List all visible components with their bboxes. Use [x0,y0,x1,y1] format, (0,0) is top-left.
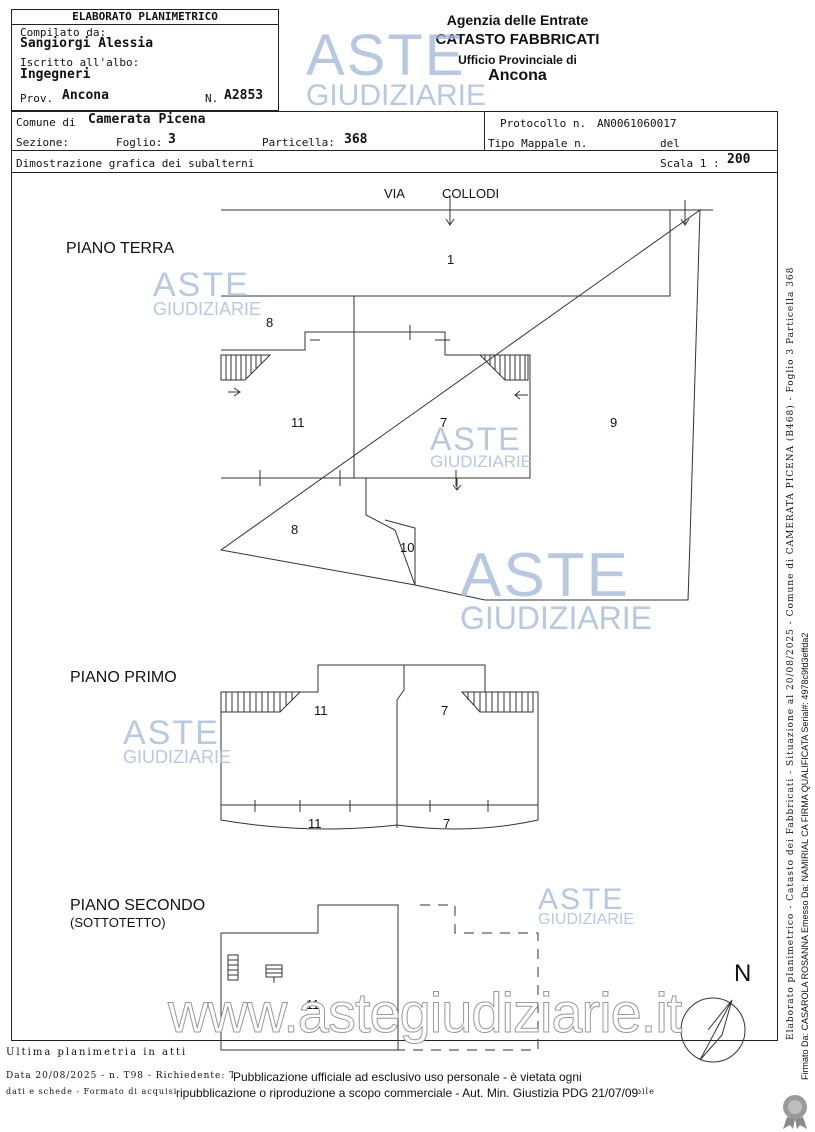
primo-outline [220,664,539,806]
prov-value: Ancona [62,88,109,103]
watermark-site: www.astegiudiziarie.it [167,981,682,1045]
terra-inner-left [221,331,531,479]
room-8a: 8 [266,315,274,330]
seal-icon [783,1095,807,1129]
primo-room-11b: 11 [308,816,322,831]
watermark-aste-terra: ASTE GIUDIZIARIE [153,266,262,319]
publication-notice-1: Pubblicazione ufficiale ad esclusivo uso… [233,1070,582,1084]
prov-label: Prov. [20,92,54,105]
albo-label: Iscritto all'albo: [20,56,140,69]
label-piano-terra: PIANO TERRA [66,240,175,257]
protocollo-label: Protocollo n. [500,117,587,130]
info-divider-v [484,111,485,151]
secondo-room-11: 11 [306,997,320,1012]
label-piano-primo: PIANO PRIMO [70,669,177,686]
city-name: Ancona [488,67,547,84]
terra-10-line [384,519,416,585]
info-box [11,111,778,173]
street-collodi: COLLODI [442,186,500,201]
primo-stairs-right [460,691,534,713]
room-9: 9 [610,415,618,430]
stairs-right [478,354,529,381]
del-label: del [660,137,680,150]
stair-icon-2 [265,964,283,983]
comune-label: Comune di [16,116,76,129]
stair-icon-1 [227,954,239,981]
primo-room-7b: 7 [443,816,451,831]
watermark-aste-header: ASTE GIUDIZIARIE [306,23,487,113]
n-value: A2853 [224,88,264,103]
stairs-left [220,354,272,381]
room-7: 7 [440,415,448,430]
label-sottotetto: (SOTTOTETTO) [70,915,166,930]
doc-title: ELABORATO PLANIMETRICO [11,10,279,25]
side-text-2: Firmato Da: CASAROLA ROSANNA Emesso Da: … [800,632,810,1080]
primo-divider [396,665,405,828]
room-11: 11 [291,415,305,430]
north-arrow [680,997,746,1063]
scala-label: Scala 1 : [660,157,720,170]
albo-value: Ingegneri [20,67,91,82]
info-divider-1 [11,150,778,151]
terra-outline [219,209,713,601]
street-via: VIA [384,186,405,201]
label-piano-secondo: PIANO SECONDO [70,897,206,914]
compiled-label: Compilato da: [20,26,107,39]
scala-value: 200 [727,152,751,167]
primo-room-11a: 11 [314,703,328,718]
footer-line-2: Data 20/08/2025 - n. T98 - Richiedente: … [6,1071,289,1081]
terra-sub1 [221,210,671,297]
primo-bottom [220,805,539,830]
foglio-label: Foglio: [116,136,163,149]
room-10: 10 [400,540,415,555]
comune-value: Camerata Picena [88,112,206,127]
terra-bottom-split [365,478,416,586]
primo-stairs-left [220,691,302,713]
ufficio-label: Ufficio Provinciale di [458,53,577,67]
n-label: N. [205,92,219,105]
footer-line-1: Ultima planimetria in atti [6,1047,188,1058]
side-text-1: Elaborato planimetrico - Catasto dei Fab… [786,266,796,1040]
watermark-aste-primo: ASTE GIUDIZIARIE [123,714,232,767]
watermark-aste-secondo: ASTE GIUDIZIARIE [538,883,635,928]
publication-notice-2: ripubblicazione o riproduzione a scopo c… [176,1086,639,1100]
north-label: N [734,960,752,987]
watermark-aste-large: ASTE GIUDIZIARIE [460,541,653,636]
foglio-value: 3 [168,132,176,147]
dimostrazione-label: Dimostrazione grafica dei subalterni [16,157,255,170]
room-1: 1 [447,252,455,267]
particella-value: 368 [344,132,368,147]
drawing-frame [11,173,778,1041]
compiled-name: Sangiorgi Alessia [20,36,154,51]
tipo-mappale-label: Tipo Mappale n. [488,137,588,150]
watermark-aste-center: ASTE GIUDIZIARIE [430,421,533,471]
protocollo-value: AN0061060017 [597,117,677,130]
header-left-box [11,9,279,111]
secondo-outline [220,904,399,1051]
particella-label: Particella: [262,136,335,149]
agency-name: Agenzia delle Entrate [446,12,589,28]
sezione-label: Sezione: [16,136,69,149]
primo-room-7a: 7 [441,703,449,718]
catasto-title: CATASTO FABBRICATI [435,31,600,48]
room-8b: 8 [291,522,299,537]
